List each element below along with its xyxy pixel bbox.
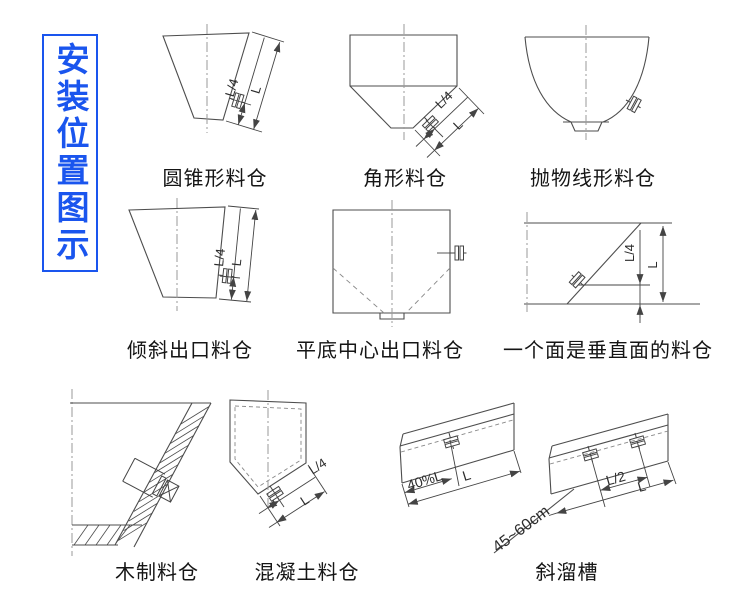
dim-label-quarter: L/4 xyxy=(432,88,455,111)
caption-vertical-face: 一个面是垂直面的料仓 xyxy=(503,340,713,362)
outlet xyxy=(379,313,405,320)
dim-label-quarter: L/4 xyxy=(306,455,329,477)
caption-concrete: 混凝土料仓 xyxy=(254,562,360,584)
hopper-outline xyxy=(229,399,307,495)
page-title: 安装位置图示 xyxy=(42,34,98,272)
vibrator-mount xyxy=(122,457,180,503)
dim-label-half: L/2 xyxy=(604,468,627,489)
sloped-wall xyxy=(566,222,642,305)
vibrator-icon xyxy=(216,267,236,285)
caption-chute: 斜溜槽 xyxy=(535,562,599,584)
dim-label-quarter: L/4 xyxy=(211,248,228,268)
vibrator-icon xyxy=(566,269,590,292)
hopper-outline xyxy=(128,206,226,299)
caption-angular: 角形料仓 xyxy=(363,168,447,190)
inclined-chute-drawing: 40%L L L/2 L 45~60cm xyxy=(399,402,677,556)
caption-conical: 圆锥形料仓 xyxy=(162,168,268,190)
flat-bottom-hopper-drawing xyxy=(332,200,468,327)
dim-label-full: L xyxy=(229,258,245,267)
dim-label-full: L xyxy=(460,466,472,484)
floor xyxy=(72,524,142,546)
concrete-hopper-drawing: L/4 L xyxy=(229,390,329,528)
hopper-outline xyxy=(162,32,250,121)
inner-funnel xyxy=(332,267,451,314)
vibrator-icon xyxy=(418,111,442,135)
caption-inclined-outlet: 倾斜出口料仓 xyxy=(127,340,253,362)
floor-hatching xyxy=(73,524,131,546)
conical-hopper-drawing: L/4 L xyxy=(162,24,285,133)
dim-label-quarter: L/4 xyxy=(622,244,637,262)
dim-label-full: L xyxy=(297,492,311,509)
dim-label-forty-pct: 40%L xyxy=(405,467,444,493)
dim-label-full: L xyxy=(247,84,263,95)
vertical-face-hopper-drawing: L/4 L xyxy=(524,212,700,323)
inclined-outlet-hopper-drawing: L/4 L xyxy=(128,198,260,311)
dim-label-full: L xyxy=(636,477,648,495)
outlet xyxy=(570,121,603,132)
caption-parabolic: 抛物线形料仓 xyxy=(530,168,656,190)
dim-label-full: L xyxy=(450,117,466,133)
vibrator-icon xyxy=(449,245,468,261)
dim-label-gap: 45~60cm xyxy=(490,503,553,556)
caption-wooden: 木制料仓 xyxy=(115,562,199,584)
inner-wall xyxy=(234,405,302,488)
hopper-outline xyxy=(524,36,572,123)
angular-hopper-drawing: L/4 L xyxy=(349,24,485,158)
dim-label-quarter: L/4 xyxy=(222,77,242,99)
hopper-outline xyxy=(332,209,451,314)
parabolic-hopper-drawing xyxy=(524,25,650,140)
gap-line xyxy=(493,488,575,554)
wooden-hopper-drawing xyxy=(70,389,212,556)
dim-label-full: L xyxy=(645,261,660,268)
vibrator-icon xyxy=(263,481,286,505)
caption-flat-bottom: 平底中心出口料仓 xyxy=(296,340,464,362)
wall-hatching xyxy=(118,406,210,541)
